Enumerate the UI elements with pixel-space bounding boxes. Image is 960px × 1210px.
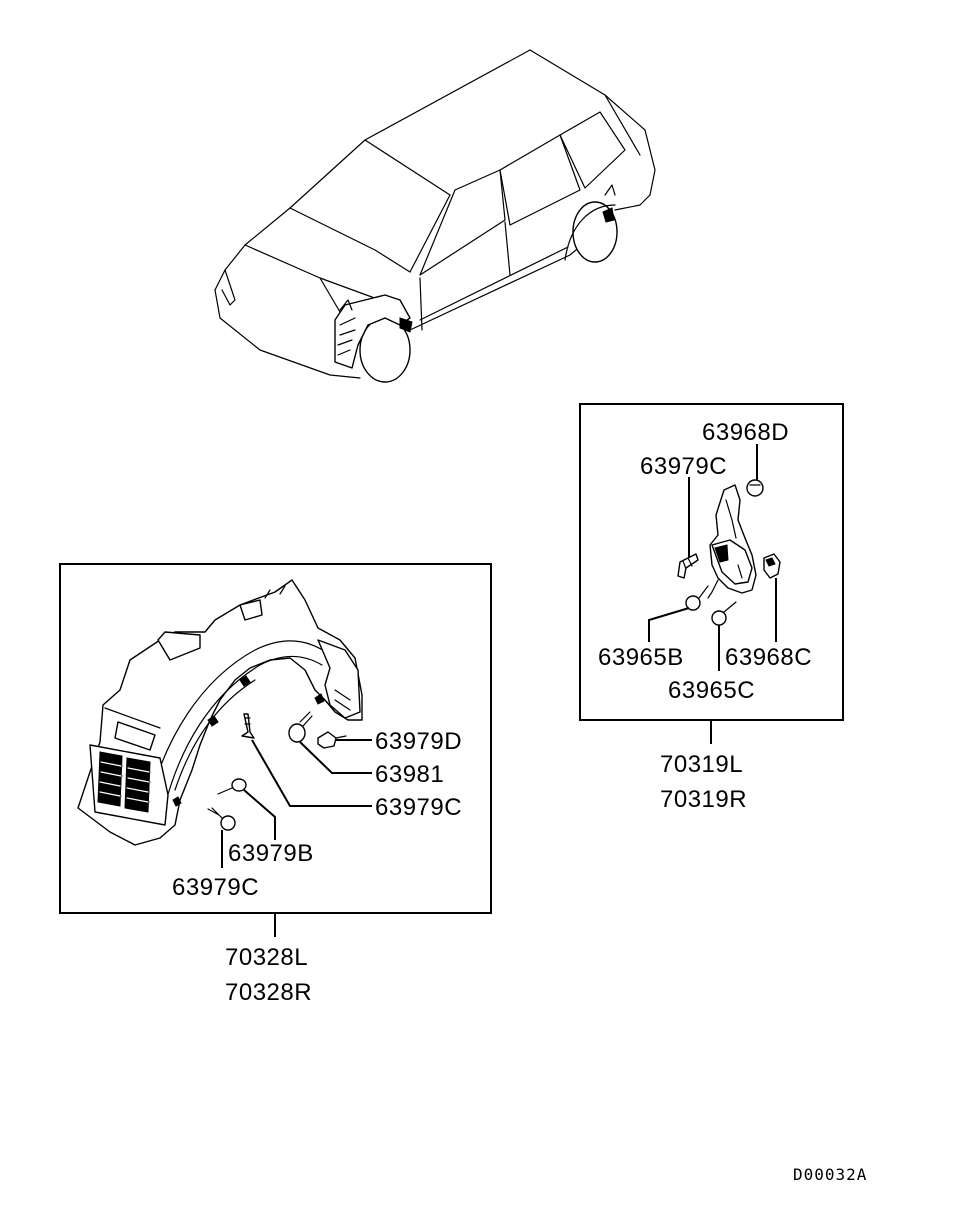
clip-63979C-right-icon: [677, 553, 699, 579]
clip-63979C-lower-icon: [207, 807, 236, 831]
leader-63979C-upper: [251, 739, 372, 807]
label-63979C-upper: 63979C: [375, 794, 462, 821]
car-illustration: [214, 49, 656, 383]
label-63965B: 63965B: [598, 644, 684, 671]
leader-63965B: [648, 607, 690, 642]
clip-63968C-icon: [763, 553, 781, 579]
label-63968D: 63968D: [702, 419, 789, 446]
front-fender-liner-part: [77, 579, 363, 846]
front-fender-liner-group: 63979D 63981 63979C 63979B 63979C 70328L…: [59, 563, 492, 1006]
label-63979B: 63979B: [228, 840, 314, 867]
label-63979C-right: 63979C: [640, 453, 727, 480]
rear-liner-group: 63968D 63979C 63965B 63968C 63965C 70319…: [579, 403, 844, 813]
clip-63965B-icon: [685, 585, 709, 611]
clip-63981-icon: [288, 711, 313, 743]
label-63981: 63981: [375, 761, 444, 788]
clip-63979D-icon: [317, 731, 347, 749]
clip-63979C-upper-icon: [241, 713, 255, 739]
leader-63981: [299, 741, 372, 774]
label-70319L: 70319L: [660, 751, 743, 778]
clip-63965C-icon: [711, 601, 737, 626]
clip-63979B-icon: [217, 778, 247, 795]
label-63979D: 63979D: [375, 728, 462, 755]
leader-63979B: [243, 789, 276, 840]
label-70319R: 70319R: [660, 786, 747, 813]
label-63979C-lower: 63979C: [172, 874, 259, 901]
label-70328L: 70328L: [225, 944, 308, 971]
rear-liner-part: [707, 484, 757, 599]
clip-63968D-icon: [746, 479, 764, 497]
label-63968C: 63968C: [725, 644, 812, 671]
label-70328R: 70328R: [225, 979, 312, 1006]
label-63965C: 63965C: [668, 677, 755, 704]
diagram-code: D00032A: [793, 1165, 867, 1184]
